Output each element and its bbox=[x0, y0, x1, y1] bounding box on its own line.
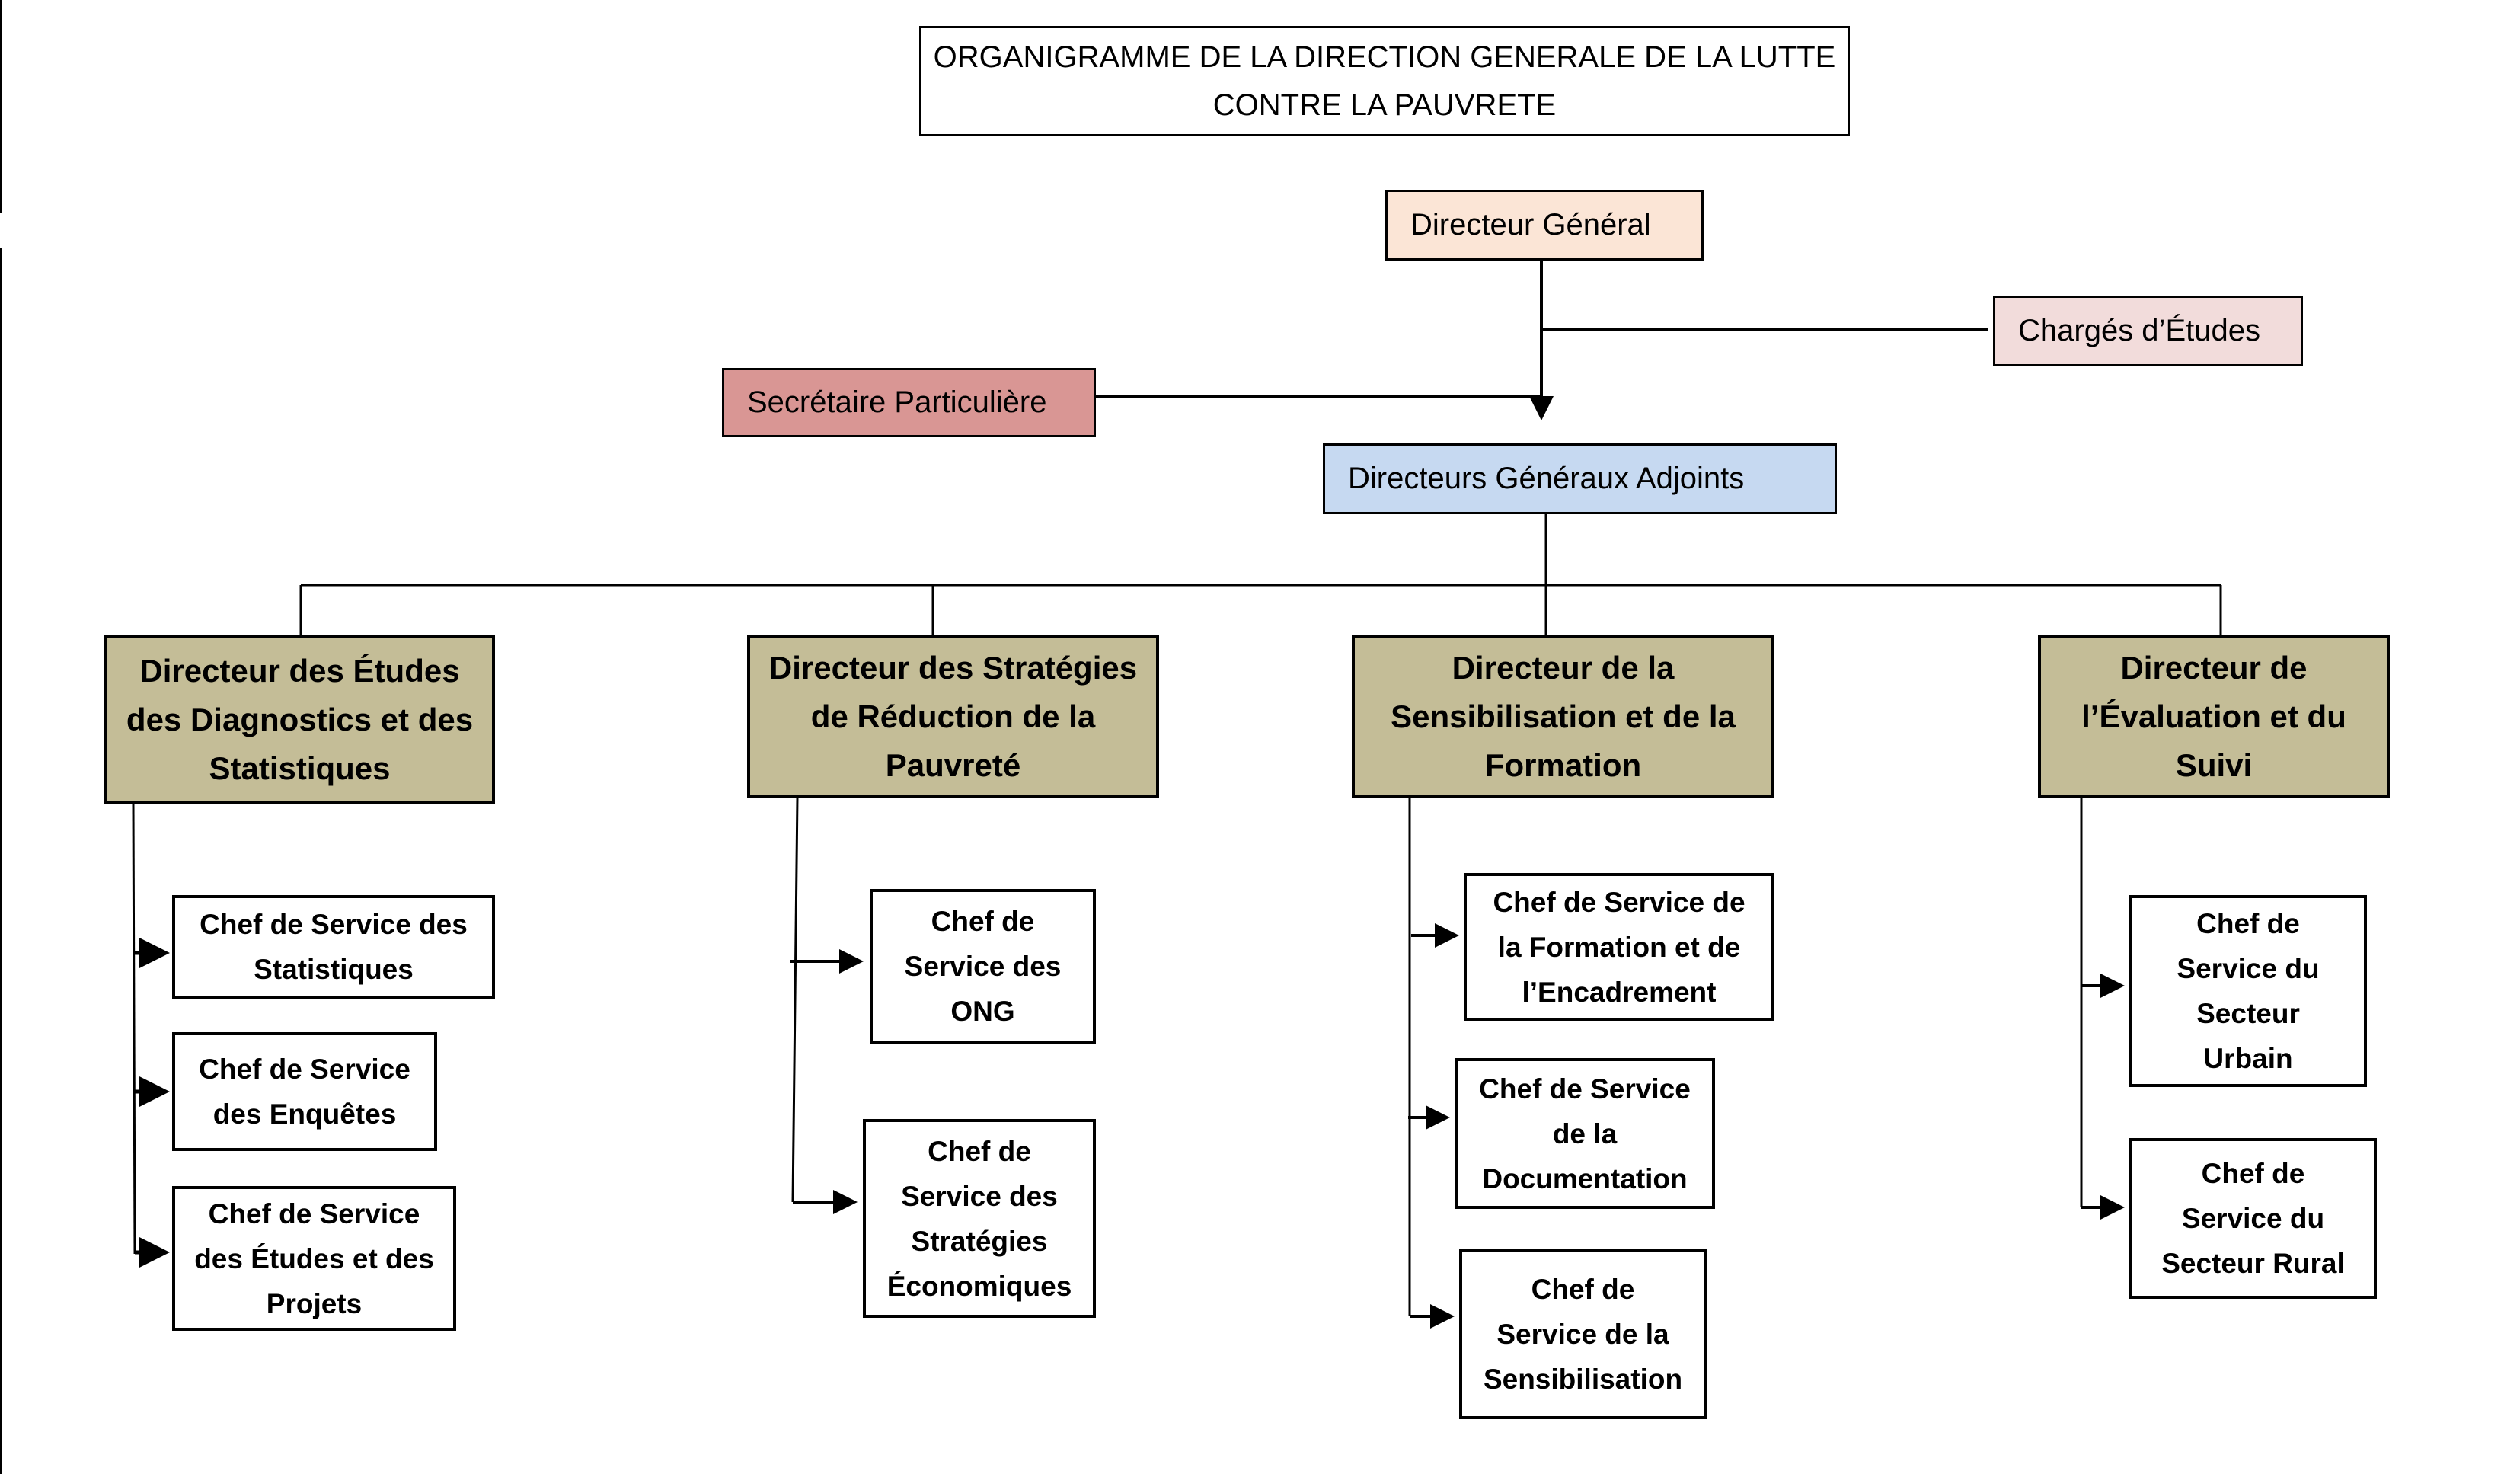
page-edge-line bbox=[0, 0, 2, 213]
box-label-line: Statistiques bbox=[254, 954, 414, 985]
box-label-line: Projets bbox=[266, 1287, 363, 1319]
box-label-line: Chef de Service bbox=[199, 1054, 410, 1085]
box-label-line: Secteur Rural bbox=[2161, 1248, 2345, 1279]
box-label-line: la Formation et de bbox=[1497, 931, 1741, 963]
box-label-line: des Diagnostics et des bbox=[126, 701, 474, 737]
box-label: Directeur Général bbox=[1410, 208, 1651, 241]
service-box: Chef de Service de la Documentation bbox=[1455, 1058, 1715, 1209]
box-label-line: Économiques bbox=[886, 1270, 1072, 1302]
box-label-line: Statistiques bbox=[209, 750, 391, 786]
box-label-line: Secteur bbox=[2196, 998, 2300, 1029]
box-label-line: Service de la bbox=[1496, 1319, 1669, 1350]
box-label-line: l’Encadrement bbox=[1522, 976, 1717, 1008]
director-box: Directeur de la Sensibilisation et de la F… bbox=[1352, 635, 1774, 798]
service-box: Chef de Service de la Formation et de l’En… bbox=[1464, 873, 1774, 1021]
box-label-line: des Études et des bbox=[194, 1242, 434, 1274]
box-label-line: Formation bbox=[1484, 747, 1642, 783]
page-edge-line bbox=[0, 248, 2, 1474]
d1-trunk bbox=[132, 803, 136, 1255]
box-label-line: Chef de Service bbox=[208, 1197, 420, 1229]
box-label-line: Directeur de bbox=[2120, 649, 2308, 686]
box-label-line: Chef de Service bbox=[1479, 1073, 1691, 1105]
charges-etudes-box: Chargés d’Études bbox=[1993, 296, 2303, 366]
director-box: Directeur des Études des Diagnostics et d… bbox=[104, 635, 495, 804]
box-label-line: Chef de bbox=[931, 906, 1035, 937]
box-label-line: Chef de bbox=[2196, 908, 2300, 939]
directeurs-generaux-adjoints-box: Directeurs Généraux Adjoints bbox=[1323, 443, 1837, 514]
box-label-line: Chef de Service de bbox=[1493, 886, 1745, 918]
box-label-line: Service du bbox=[2181, 1203, 2325, 1234]
title-line: CONTRE LA PAUVRETE bbox=[1212, 88, 1557, 122]
box-label-line: Stratégies bbox=[911, 1225, 1048, 1257]
d2-trunk bbox=[791, 797, 799, 1203]
box-label-line: Directeur de la bbox=[1452, 649, 1675, 686]
box-label-line: ONG bbox=[950, 996, 1015, 1027]
box-label-line: Sensibilisation et de la bbox=[1391, 698, 1736, 734]
box-label: Directeurs Généraux Adjoints bbox=[1348, 462, 1745, 495]
box-label-line: des Enquêtes bbox=[212, 1098, 397, 1130]
box-label-line: Chef de bbox=[928, 1135, 1031, 1167]
director-box: Directeur des Stratégies de Réduction de … bbox=[747, 635, 1159, 798]
box-label-line: Directeur des Stratégies bbox=[768, 649, 1138, 686]
box-label-line: Chef de Service des bbox=[200, 909, 468, 940]
service-box: Chef de Service des Enquêtes bbox=[172, 1032, 437, 1151]
box-label-line: Urbain bbox=[2203, 1043, 2293, 1074]
box-label-line: Pauvreté bbox=[885, 747, 1021, 783]
service-box: Chef de Service du Secteur Rural bbox=[2129, 1138, 2377, 1299]
box-label-line: Documentation bbox=[1482, 1162, 1688, 1194]
box-label-line: Service des bbox=[904, 951, 1062, 982]
box-label-line: Directeur des Études bbox=[139, 652, 460, 689]
box-label-line: Service des bbox=[901, 1180, 1058, 1212]
directeur-general-box: Directeur Général bbox=[1385, 190, 1704, 261]
box-label-line: Service du bbox=[2177, 953, 2320, 984]
title-line: ORGANIGRAMME DE LA DIRECTION GENERALE DE… bbox=[933, 40, 1836, 74]
box-label-line: Chef de bbox=[2201, 1158, 2305, 1189]
director-box: Directeur de l’Évaluation et du Suivi bbox=[2038, 635, 2390, 798]
box-label: Chargés d’Études bbox=[2018, 314, 2260, 347]
box-label: Secrétaire Particulière bbox=[747, 385, 1047, 419]
box-label-line: Sensibilisation bbox=[1483, 1364, 1683, 1395]
box-label-line: Chef de bbox=[1531, 1274, 1635, 1305]
service-box: Chef de Service de la Sensibilisation bbox=[1459, 1249, 1707, 1419]
box-label-line: Suivi bbox=[2175, 747, 2253, 783]
box-label-line: l’Évaluation et du bbox=[2081, 698, 2346, 734]
box-label-line: de Réduction de la bbox=[810, 698, 1096, 734]
chart-title: ORGANIGRAMME DE LA DIRECTION GENERALE DE… bbox=[919, 26, 1850, 136]
box-label-line: de la bbox=[1552, 1117, 1618, 1149]
secretaire-particuliere-box: Secrétaire Particulière bbox=[722, 368, 1096, 437]
